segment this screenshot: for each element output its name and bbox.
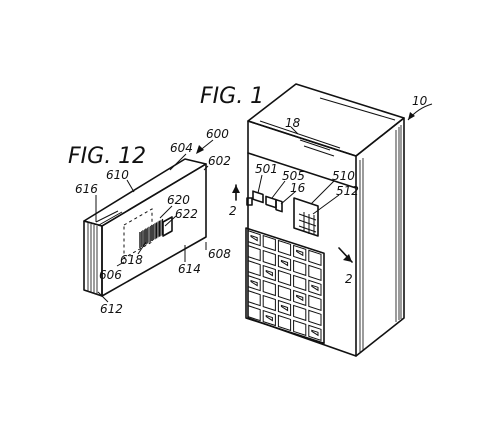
grid-cell [277,299,292,317]
grid-cell [262,264,276,282]
grid-cell [308,249,322,266]
barcode-622 [139,218,164,248]
grid-cell [293,259,307,277]
package-end-shading [87,223,98,295]
package-top-shade [98,211,123,226]
grid-item [250,279,258,287]
fig12-leaders [95,153,209,303]
front-band-line [247,152,357,189]
grid-cell [293,289,307,307]
cabinet-top-face [247,83,405,157]
right-face-shading [359,125,402,352]
grid-cell [308,294,322,311]
ref-2-right: 2 [345,272,353,286]
grid-item [296,249,304,257]
ref-510: 510 [332,169,355,183]
grid-cell [247,289,261,307]
grid-cell [277,239,292,257]
grid-cell [262,234,276,252]
grid-cell [247,274,261,292]
ref-612: 612 [100,302,123,316]
control-16 [275,198,283,213]
fig1-cabinet [245,83,405,357]
grid-cell [262,249,276,267]
front-band-shade [303,145,335,157]
ref-512: 512 [336,184,359,198]
ref-501: 501 [255,162,278,176]
grid-cell [277,269,292,287]
grid-cell [277,254,292,272]
grid-item [311,329,319,337]
ref-505: 505 [282,169,305,183]
top-sheen-line [259,120,341,149]
ref-600: 600 [206,127,229,141]
front-band-shade [299,139,331,151]
section-arrow-left [232,184,240,201]
fig1-title: FIG. 1 [200,84,264,109]
ref-616: 616 [75,182,98,196]
package-top-shade [95,210,119,223]
package-front-face [101,163,207,297]
control-505 [265,195,277,209]
ref-2-left: 2 [229,204,237,218]
grid-cell [262,279,276,297]
ref-10: 10 [412,94,428,108]
ref-604: 604 [170,141,193,155]
cabinet-right-face [355,117,405,357]
arrow-10 [407,103,433,121]
grid-cell [247,259,261,277]
fig1-leaders [257,126,340,215]
grid-cell [308,309,322,326]
ref-618: 618 [120,253,143,267]
ref-620: 620 [167,193,190,207]
grid-cell [293,319,307,337]
grid-item [280,259,289,267]
grid-item [250,234,258,242]
package-window [123,208,153,259]
grid-item [265,269,273,277]
arrow-600 [196,139,214,154]
display-510 [293,197,319,237]
grid-cell [247,244,261,262]
top-sheen-line [319,97,396,121]
grid-cell [308,324,322,341]
grid-item [296,294,304,302]
section-arrow-right [338,247,353,263]
barcode-tab [162,216,173,237]
ref-614: 614 [178,262,201,276]
package-end-face [83,220,103,297]
grid-cell [308,279,322,296]
grid-item [311,284,319,292]
product-grid [245,227,325,345]
grid-item [265,314,273,322]
ref-602: 602 [208,154,231,168]
keypad-512 [298,212,317,235]
grid-cell [293,304,307,322]
grid-cell [277,284,292,302]
ref-606: 606 [99,268,122,282]
ref-608: 608 [208,247,231,261]
ref-610: 610 [106,168,129,182]
grid-item [280,304,289,312]
ref-18: 18 [285,116,301,130]
grid-cell [247,304,261,322]
fig12-title: FIG. 12 [68,144,146,169]
grid-cell [293,274,307,292]
side-key [246,197,253,206]
grid-cell [293,244,307,262]
grid-cell [247,229,261,247]
grid-cell [262,294,276,312]
grid-cell [308,264,322,281]
ref-16: 16 [290,181,306,195]
ref-622: 622 [175,207,198,221]
grid-cell [277,314,292,332]
grid-cell [262,309,276,327]
cabinet-front-face [247,120,357,357]
grid-frame [245,227,325,345]
